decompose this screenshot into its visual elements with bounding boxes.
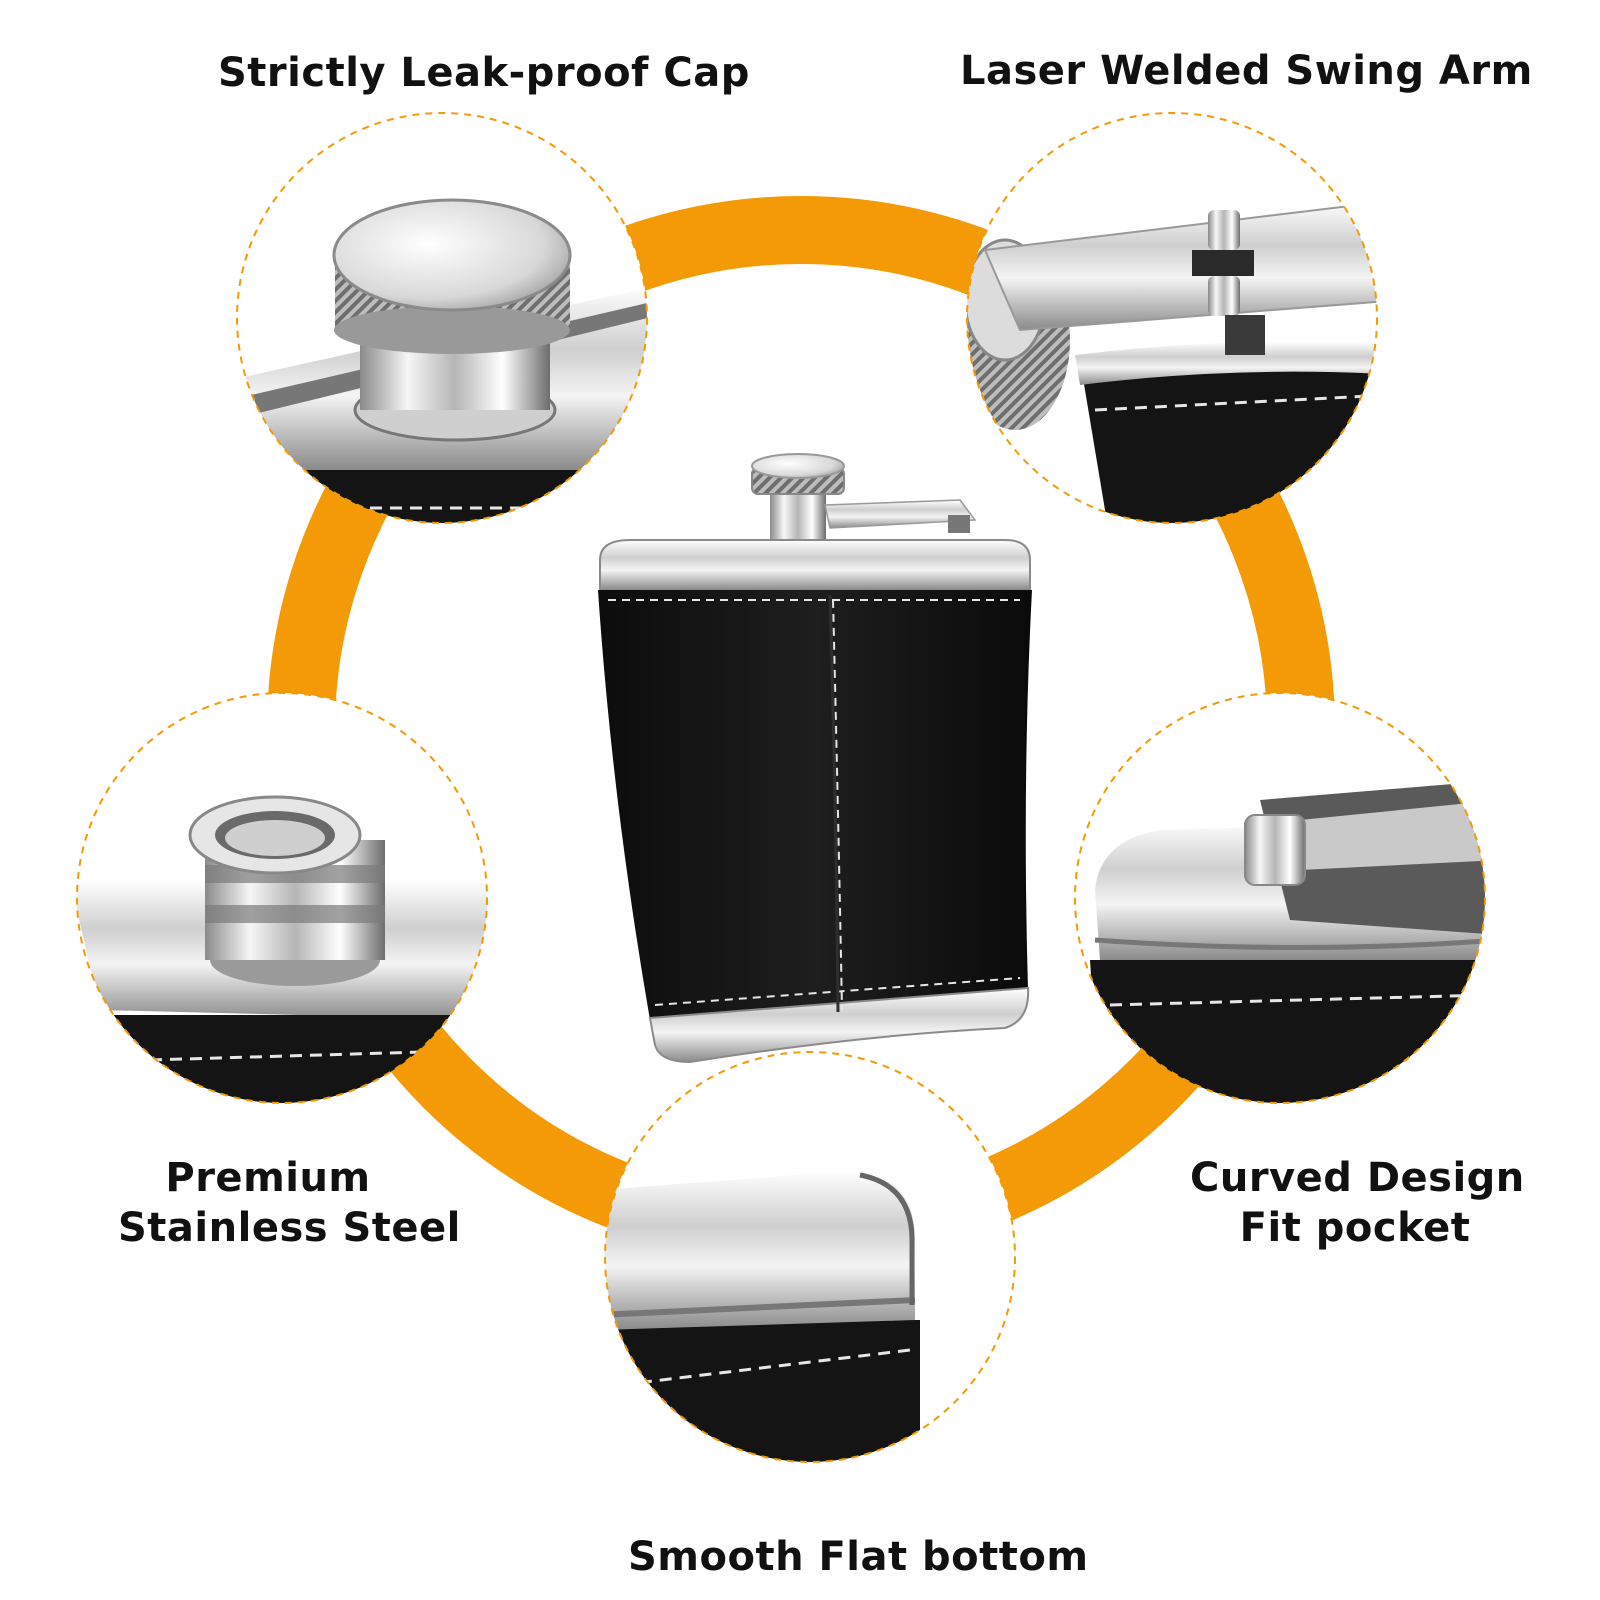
bottom-closeup-circle xyxy=(604,1051,1016,1463)
feature-label-steel-line2: Stainless Steel xyxy=(118,1205,461,1251)
cap-closeup-circle xyxy=(236,112,648,524)
flat-bottom-closeup-icon xyxy=(605,1170,920,1462)
swing-arm-hinge-closeup-icon xyxy=(967,198,1377,523)
feature-label-arm: Laser Welded Swing Arm xyxy=(960,48,1533,94)
curved-closeup-circle xyxy=(1074,692,1486,1104)
feature-label-bottom: Smooth Flat bottom xyxy=(628,1534,1089,1580)
feature-label-steel-line1: Premium xyxy=(165,1155,371,1201)
feature-label-curved-line1: Curved Design xyxy=(1190,1155,1525,1201)
feature-label-curved: Curved Design Fit pocket xyxy=(1190,1153,1525,1253)
feature-label-curved-line2: Fit pocket xyxy=(1239,1205,1471,1251)
feature-label-steel: Premium Stainless Steel xyxy=(118,1153,461,1253)
leather-hip-flask-icon xyxy=(598,453,1032,1064)
curved-edge-closeup-icon xyxy=(1090,780,1485,1103)
feature-label-cap: Strictly Leak-proof Cap xyxy=(218,50,750,96)
knurled-cap-closeup-icon xyxy=(237,198,647,523)
arm-closeup-circle xyxy=(966,112,1378,524)
